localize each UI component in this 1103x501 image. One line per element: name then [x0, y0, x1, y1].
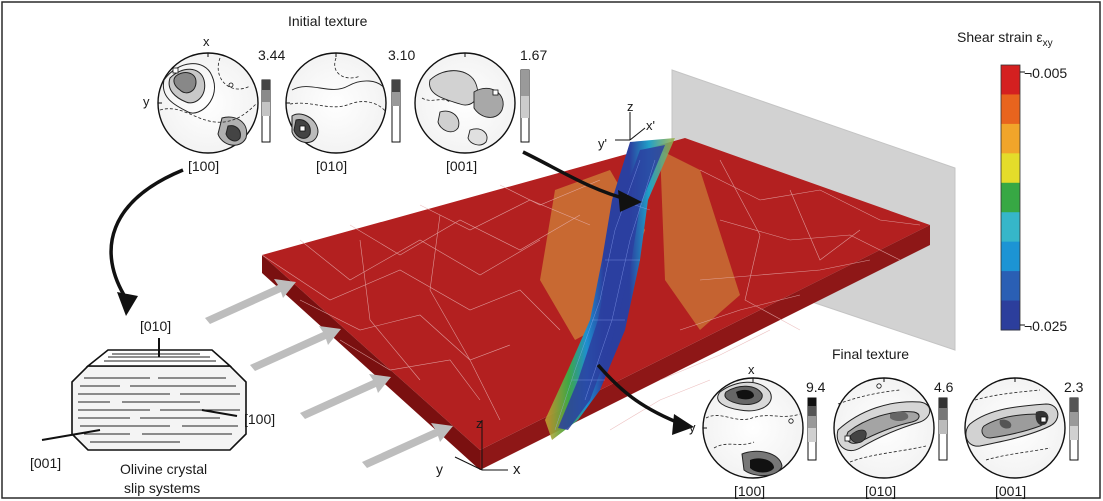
- colorbar-bottom-label: ¬0.025: [1024, 318, 1067, 334]
- arrowhead-final: [672, 414, 694, 435]
- olivine-crystal: [41, 338, 247, 451]
- final-001-label: [001]: [995, 483, 1026, 499]
- crystal-front-hatch: [78, 377, 240, 443]
- arrow-band-to-final: [596, 363, 685, 427]
- initial-axis-y: y: [143, 94, 150, 109]
- pull-arrow-4: [362, 423, 453, 468]
- arrow-to-band-top: [522, 150, 631, 202]
- colorbar-step: [1001, 153, 1020, 184]
- slab-front-face: [480, 225, 930, 470]
- deformation-zone-right: [660, 150, 740, 330]
- initial-100-label: [100]: [188, 158, 219, 174]
- crystal-label-001: [001]: [30, 455, 61, 471]
- colorbar-top-label: ¬0.005: [1024, 65, 1067, 81]
- extension-arrows: [205, 279, 453, 468]
- colorbar-step: [1001, 241, 1020, 272]
- pole-figure-initial-010: [285, 52, 387, 154]
- colorbar-step: [1001, 94, 1020, 125]
- crystal-leader-100: [201, 409, 238, 417]
- colorbar: [1001, 65, 1020, 331]
- colorbar-step: [1001, 182, 1020, 213]
- colorbar-step: [1001, 123, 1020, 154]
- shear-band-core: [558, 145, 665, 430]
- pole-figure-initial-100: [157, 52, 259, 154]
- pole-figure-final-001: [964, 377, 1066, 479]
- slab-axis-x: x: [513, 461, 521, 478]
- pole-figure-final-100: [702, 377, 804, 479]
- final-010-max: 4.6: [934, 379, 954, 395]
- pull-arrow-2: [250, 326, 341, 371]
- crystal-label-100: [100]: [244, 411, 275, 427]
- pull-arrow-1: [205, 279, 296, 324]
- colorbar-title-subscript: xy: [1043, 38, 1053, 49]
- final-axis-x: x: [748, 362, 755, 377]
- crystal-front: [71, 365, 247, 451]
- initial-001-max: 1.67: [520, 47, 547, 63]
- colorbar-title: Shear strain εxy: [957, 29, 1053, 49]
- slab-axes: [454, 420, 508, 471]
- pull-arrow-3: [300, 374, 391, 419]
- colorbar-step: [1001, 300, 1020, 331]
- slab-left-face: [262, 255, 480, 470]
- rotated-axis-z: z: [627, 99, 634, 114]
- initial-001-label: [001]: [446, 158, 477, 174]
- final-001-max: 2.3: [1064, 379, 1084, 395]
- final-texture-title: Final texture: [832, 346, 909, 362]
- initial-texture-title: Initial texture: [288, 13, 368, 29]
- crystal-caption-line1: Olivine crystal: [120, 461, 207, 477]
- initial-axis-x: x: [203, 34, 210, 49]
- colorbar-step: [1001, 271, 1020, 302]
- colorbar-step: [1001, 212, 1020, 243]
- colorbar-outline: [1000, 64, 1021, 331]
- arrow-heads: [117, 190, 694, 435]
- crystal-label-010: [010]: [140, 318, 171, 334]
- slab-mesh: [261, 159, 921, 431]
- slab-axis-z: z: [476, 416, 483, 431]
- final-100-label: [100]: [734, 483, 765, 499]
- initial-010-label: [010]: [316, 158, 347, 174]
- crystal-caption-line2: slip systems: [124, 480, 200, 496]
- initial-scale-bars: [261, 69, 530, 143]
- slab-axis-y: y: [436, 461, 443, 477]
- pole-figure-final-010: [833, 377, 935, 479]
- final-010-label: [010]: [865, 483, 896, 499]
- crystal-leader-001: [41, 429, 101, 441]
- initial-100-max: 3.44: [258, 47, 285, 63]
- arrow-initial-to-crystal: [109, 168, 184, 301]
- rotated-axes: [615, 112, 646, 141]
- pole-figure-initial-001: [414, 52, 516, 154]
- rotated-axis-y: y': [598, 136, 607, 151]
- arrowhead-crystal: [117, 292, 138, 316]
- initial-010-max: 3.10: [388, 47, 415, 63]
- final-100-max: 9.4: [806, 379, 826, 395]
- connector-arrows: [109, 150, 685, 427]
- colorbar-step: [1001, 65, 1020, 95]
- rotated-axis-x: x': [646, 118, 655, 133]
- final-axis-y: y: [689, 420, 696, 435]
- colorbar-title-main: Shear strain ε: [957, 29, 1043, 45]
- arrowhead-band-top: [618, 190, 642, 212]
- final-scale-bars: [807, 397, 1079, 461]
- deformed-slab: [261, 138, 930, 470]
